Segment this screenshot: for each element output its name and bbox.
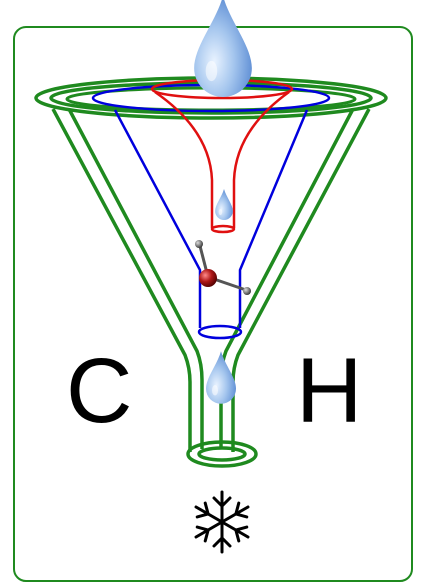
water-drop-icon: [206, 351, 236, 404]
outer-funnel-spout: [186, 440, 258, 468]
inner-funnel-spout: [210, 224, 236, 234]
water-molecule-icon: [195, 240, 251, 295]
oxygen-atom: [199, 269, 217, 287]
water-drop-icon: [194, 0, 252, 97]
hydrogen-atom: [243, 287, 251, 295]
snowflake-icon: [194, 490, 250, 554]
right-letter: H: [296, 340, 362, 442]
middle-funnel-spout: [197, 324, 243, 340]
water-drop-icon: [215, 189, 233, 220]
left-letter: C: [66, 340, 132, 442]
hydrogen-atom: [195, 240, 203, 248]
